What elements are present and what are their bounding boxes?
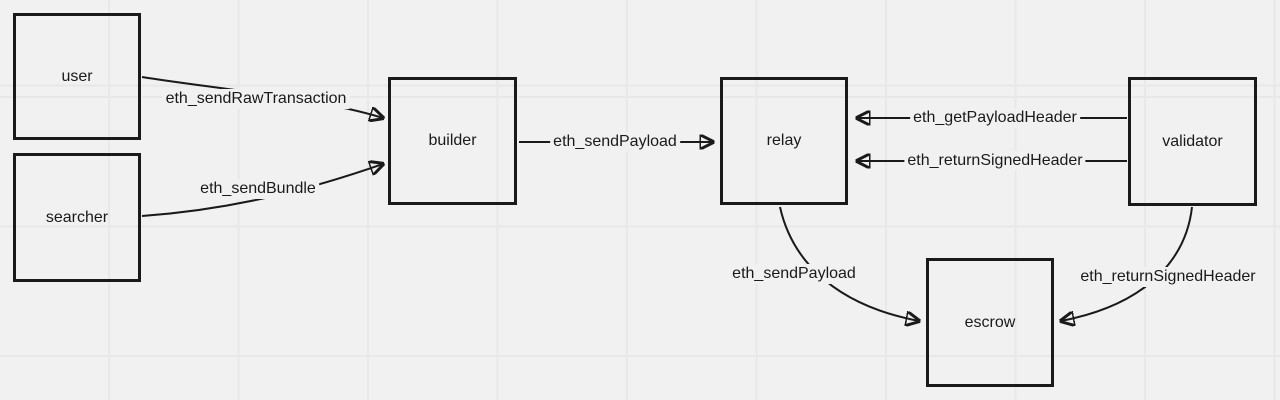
node-validator: validator xyxy=(1128,77,1257,206)
node-user: user xyxy=(13,13,141,140)
edge-label-return-signed-header: eth_returnSignedHeader xyxy=(904,151,1086,171)
node-builder-label: builder xyxy=(428,132,477,149)
edge-label-return-signed-header-escrow: eth_returnSignedHeader xyxy=(1077,267,1259,287)
node-builder: builder xyxy=(388,77,517,205)
edge-label-send-bundle: eth_sendBundle xyxy=(197,179,319,199)
edge-label-send-payload-escrow: eth_sendPayload xyxy=(729,264,859,284)
node-searcher: searcher xyxy=(13,153,141,282)
edge-label-send-payload: eth_sendPayload xyxy=(550,132,680,152)
node-relay: relay xyxy=(720,77,848,205)
node-user-label: user xyxy=(61,67,93,85)
node-escrow: escrow xyxy=(926,258,1054,387)
node-validator-label: validator xyxy=(1162,132,1223,150)
edge-label-send-raw-transaction: eth_sendRawTransaction xyxy=(162,89,350,109)
node-relay-label: relay xyxy=(766,132,802,149)
node-searcher-label: searcher xyxy=(45,208,109,226)
edge-label-get-payload-header: eth_getPayloadHeader xyxy=(910,108,1080,128)
edge-validator-escrow xyxy=(1061,206,1193,321)
node-escrow-label: escrow xyxy=(964,313,1016,331)
